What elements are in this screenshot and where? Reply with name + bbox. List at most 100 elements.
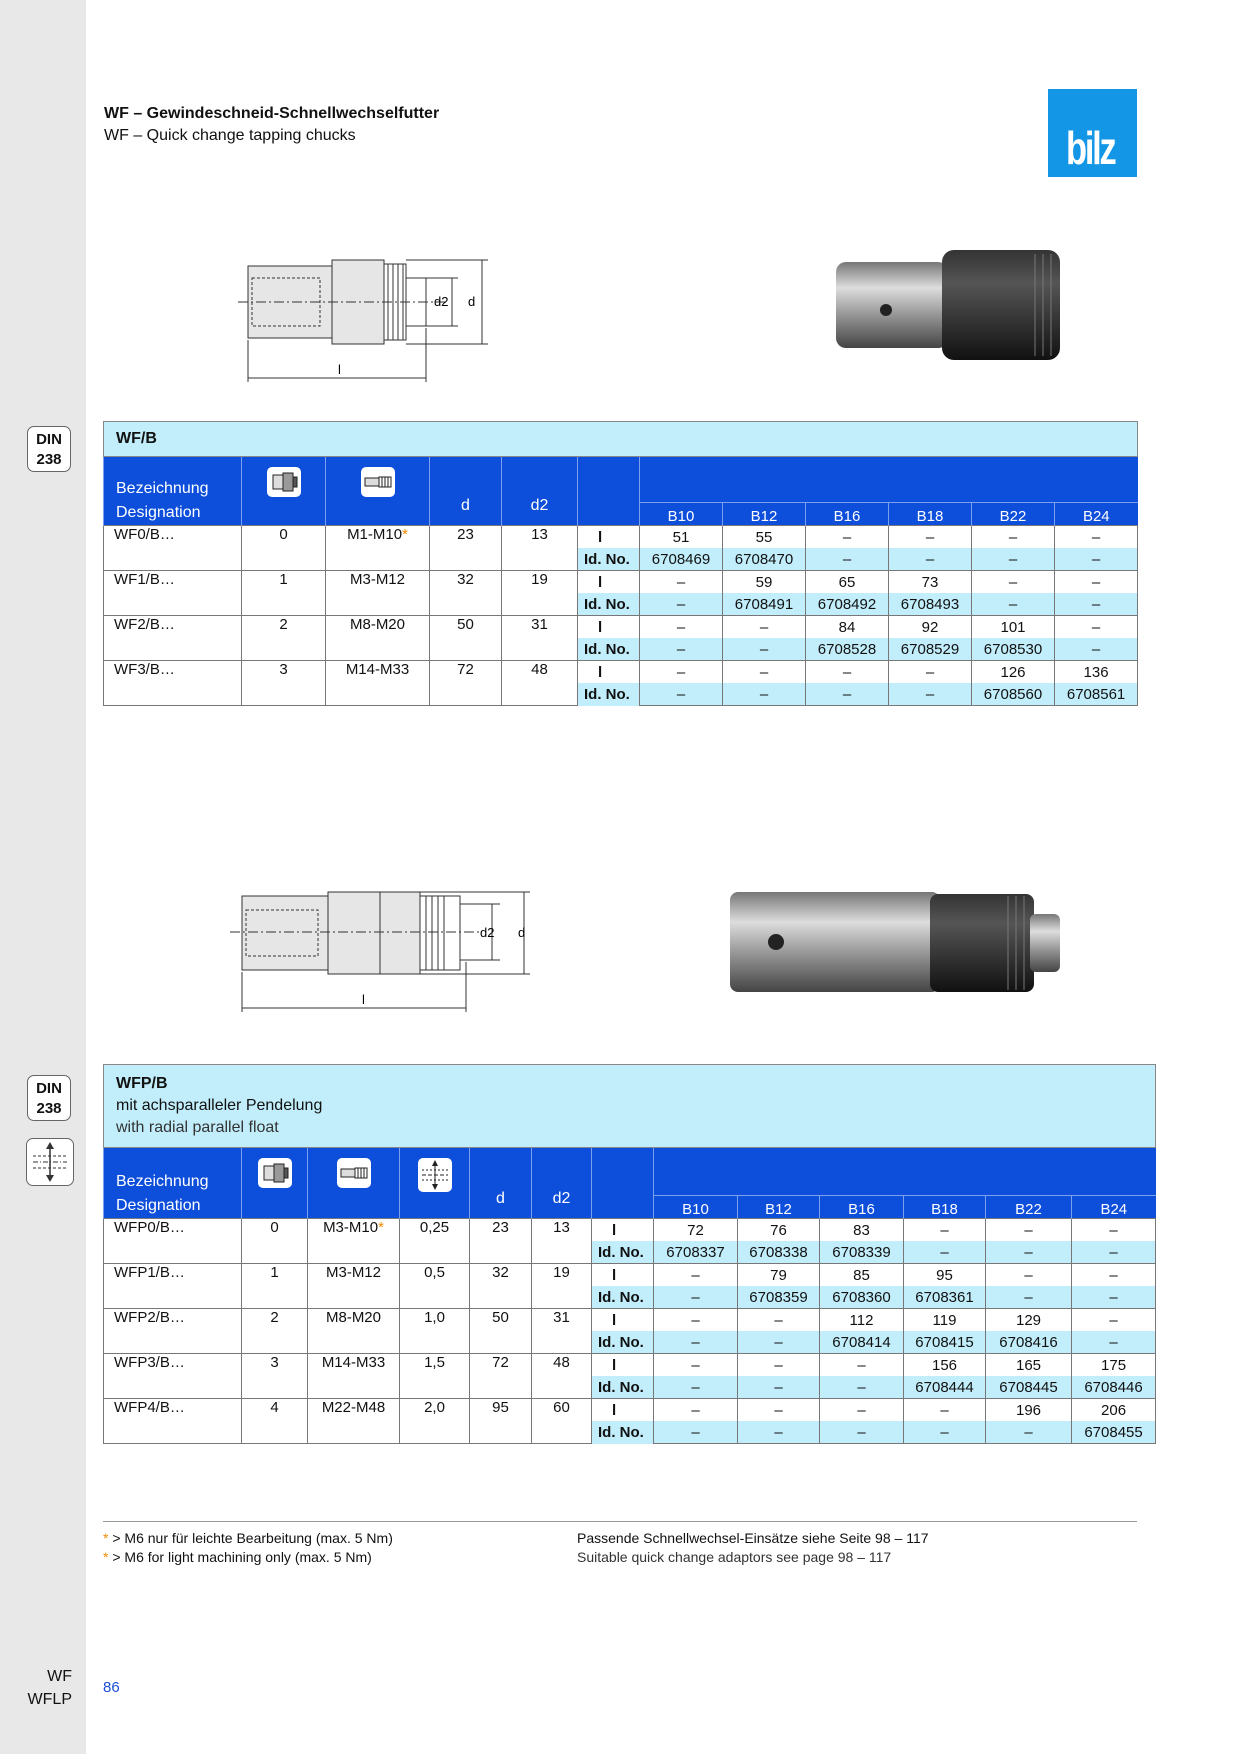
- id-value-cell: –: [985, 1241, 1072, 1264]
- id-value-cell: –: [985, 1286, 1072, 1309]
- designation-cell: WFP4/B…: [103, 1398, 242, 1444]
- dim-d-label: d: [468, 294, 475, 309]
- designation-header: Bezeichnung Designation: [103, 1147, 242, 1219]
- thread-cell: M22-M48: [307, 1398, 400, 1444]
- thread-range: M22-M48: [321, 1399, 386, 1417]
- caption-en: with radial parallel float: [116, 1119, 279, 1136]
- id-value-cell: 6708359: [737, 1286, 820, 1309]
- id-label-cell: Id. No.: [591, 1241, 654, 1264]
- size-b12-header: B12: [737, 1194, 820, 1219]
- wfp-technical-drawing: d2 d l: [230, 891, 530, 1012]
- id-label-cell: Id. No.: [577, 593, 640, 616]
- length-value-cell: –: [819, 1398, 904, 1421]
- size-cell: 2: [241, 615, 326, 661]
- id-value-cell: 6708337: [653, 1241, 738, 1264]
- din-number: 238: [36, 1100, 62, 1117]
- id-label-cell: Id. No.: [591, 1286, 654, 1309]
- size-b18-header: B18: [903, 1194, 986, 1219]
- size-cell: 3: [241, 1353, 308, 1399]
- id-value-cell: –: [819, 1421, 904, 1444]
- thread-cell: M8-M20: [307, 1308, 400, 1354]
- d2-cell: 31: [501, 615, 578, 661]
- thread-range: M8-M20: [325, 1309, 381, 1327]
- id-value-cell: 6708338: [737, 1241, 820, 1264]
- d-cell: 32: [429, 570, 502, 616]
- thread-star: *: [378, 1219, 384, 1237]
- length-value-cell: –: [903, 1398, 986, 1421]
- thread-star: *: [402, 526, 408, 544]
- thread-range: M14-M33: [345, 661, 410, 679]
- length-value-cell: 73: [888, 570, 972, 593]
- reference-en: Suitable quick change adaptors see page …: [577, 1549, 892, 1565]
- id-value-cell: –: [1053, 638, 1139, 661]
- length-label-cell: l: [577, 525, 640, 548]
- designation-cell: WFP1/B…: [103, 1263, 242, 1309]
- size-b22-header: B22: [985, 1194, 1072, 1219]
- size-b16-header: B16: [819, 1194, 904, 1219]
- radial-float-icon: [417, 1158, 452, 1192]
- page-title: WF – Gewindeschneid-Schnellwechselfutter…: [104, 103, 439, 147]
- id-label-cell: Id. No.: [591, 1376, 654, 1399]
- sizes-header-row: B10 B12 B16 B18 B22 B24: [104, 501, 1138, 526]
- id-value-cell: –: [737, 1331, 820, 1354]
- header-en: Designation: [116, 504, 201, 521]
- length-label-cell: l: [577, 615, 640, 638]
- page-number: 86: [103, 1679, 120, 1696]
- footnote-star: *: [103, 1549, 109, 1565]
- id-value-cell: –: [653, 1376, 738, 1399]
- float-cell: 0,25: [399, 1218, 470, 1264]
- length-value-cell: 136: [1053, 660, 1139, 683]
- footer-divider: [103, 1521, 1137, 1522]
- thread-cell: M8-M20: [325, 615, 430, 661]
- length-value-cell: 65: [805, 570, 889, 593]
- length-value-cell: –: [888, 525, 972, 548]
- length-value-cell: 83: [819, 1218, 904, 1241]
- length-label-cell: l: [591, 1353, 654, 1376]
- dim-l-label: l: [338, 362, 341, 377]
- thread-range: M3-M12: [349, 571, 405, 589]
- id-value-cell: –: [1070, 1331, 1157, 1354]
- length-value-cell: –: [737, 1308, 820, 1331]
- length-value-cell: –: [1070, 1263, 1157, 1286]
- id-value-cell: 6708469: [639, 548, 723, 571]
- size-b12-header: B12: [722, 501, 806, 526]
- d-cell: 72: [469, 1353, 532, 1399]
- length-value-cell: –: [805, 525, 889, 548]
- size-b22-header: B22: [971, 501, 1055, 526]
- table-header-row: Bezeichnung Designation d d2: [103, 456, 1138, 526]
- id-value-cell: 6708445: [985, 1376, 1072, 1399]
- length-value-cell: –: [971, 525, 1055, 548]
- length-value-cell: –: [903, 1218, 986, 1241]
- d2-cell: 31: [531, 1308, 592, 1354]
- header-en: Designation: [116, 1197, 201, 1214]
- id-value-cell: –: [722, 638, 806, 661]
- size-column-header: [241, 456, 326, 526]
- length-value-cell: 85: [819, 1263, 904, 1286]
- id-value-cell: 6708414: [819, 1331, 904, 1354]
- d2-cell: 48: [501, 660, 578, 706]
- length-value-cell: 84: [805, 615, 889, 638]
- size-cell: 0: [241, 525, 326, 571]
- length-value-cell: –: [819, 1353, 904, 1376]
- radial-float-icon: [26, 1138, 74, 1186]
- designation-cell: WF0/B…: [103, 525, 242, 571]
- id-value-cell: –: [971, 548, 1055, 571]
- wfp-product-photo: [730, 892, 1060, 992]
- table-caption-row: WFP/B mit achsparalleler Pendelung with …: [102, 1064, 1157, 1148]
- thread-cell: M14-M33: [307, 1353, 400, 1399]
- id-value-cell: 6708470: [722, 548, 806, 571]
- thread-cell: M14-M33: [325, 660, 430, 706]
- designation-cell: WFP3/B…: [103, 1353, 242, 1399]
- length-value-cell: –: [639, 570, 723, 593]
- col-d-header: d: [429, 456, 502, 526]
- id-value-cell: 6708561: [1053, 683, 1139, 706]
- id-value-cell: 6708360: [819, 1286, 904, 1309]
